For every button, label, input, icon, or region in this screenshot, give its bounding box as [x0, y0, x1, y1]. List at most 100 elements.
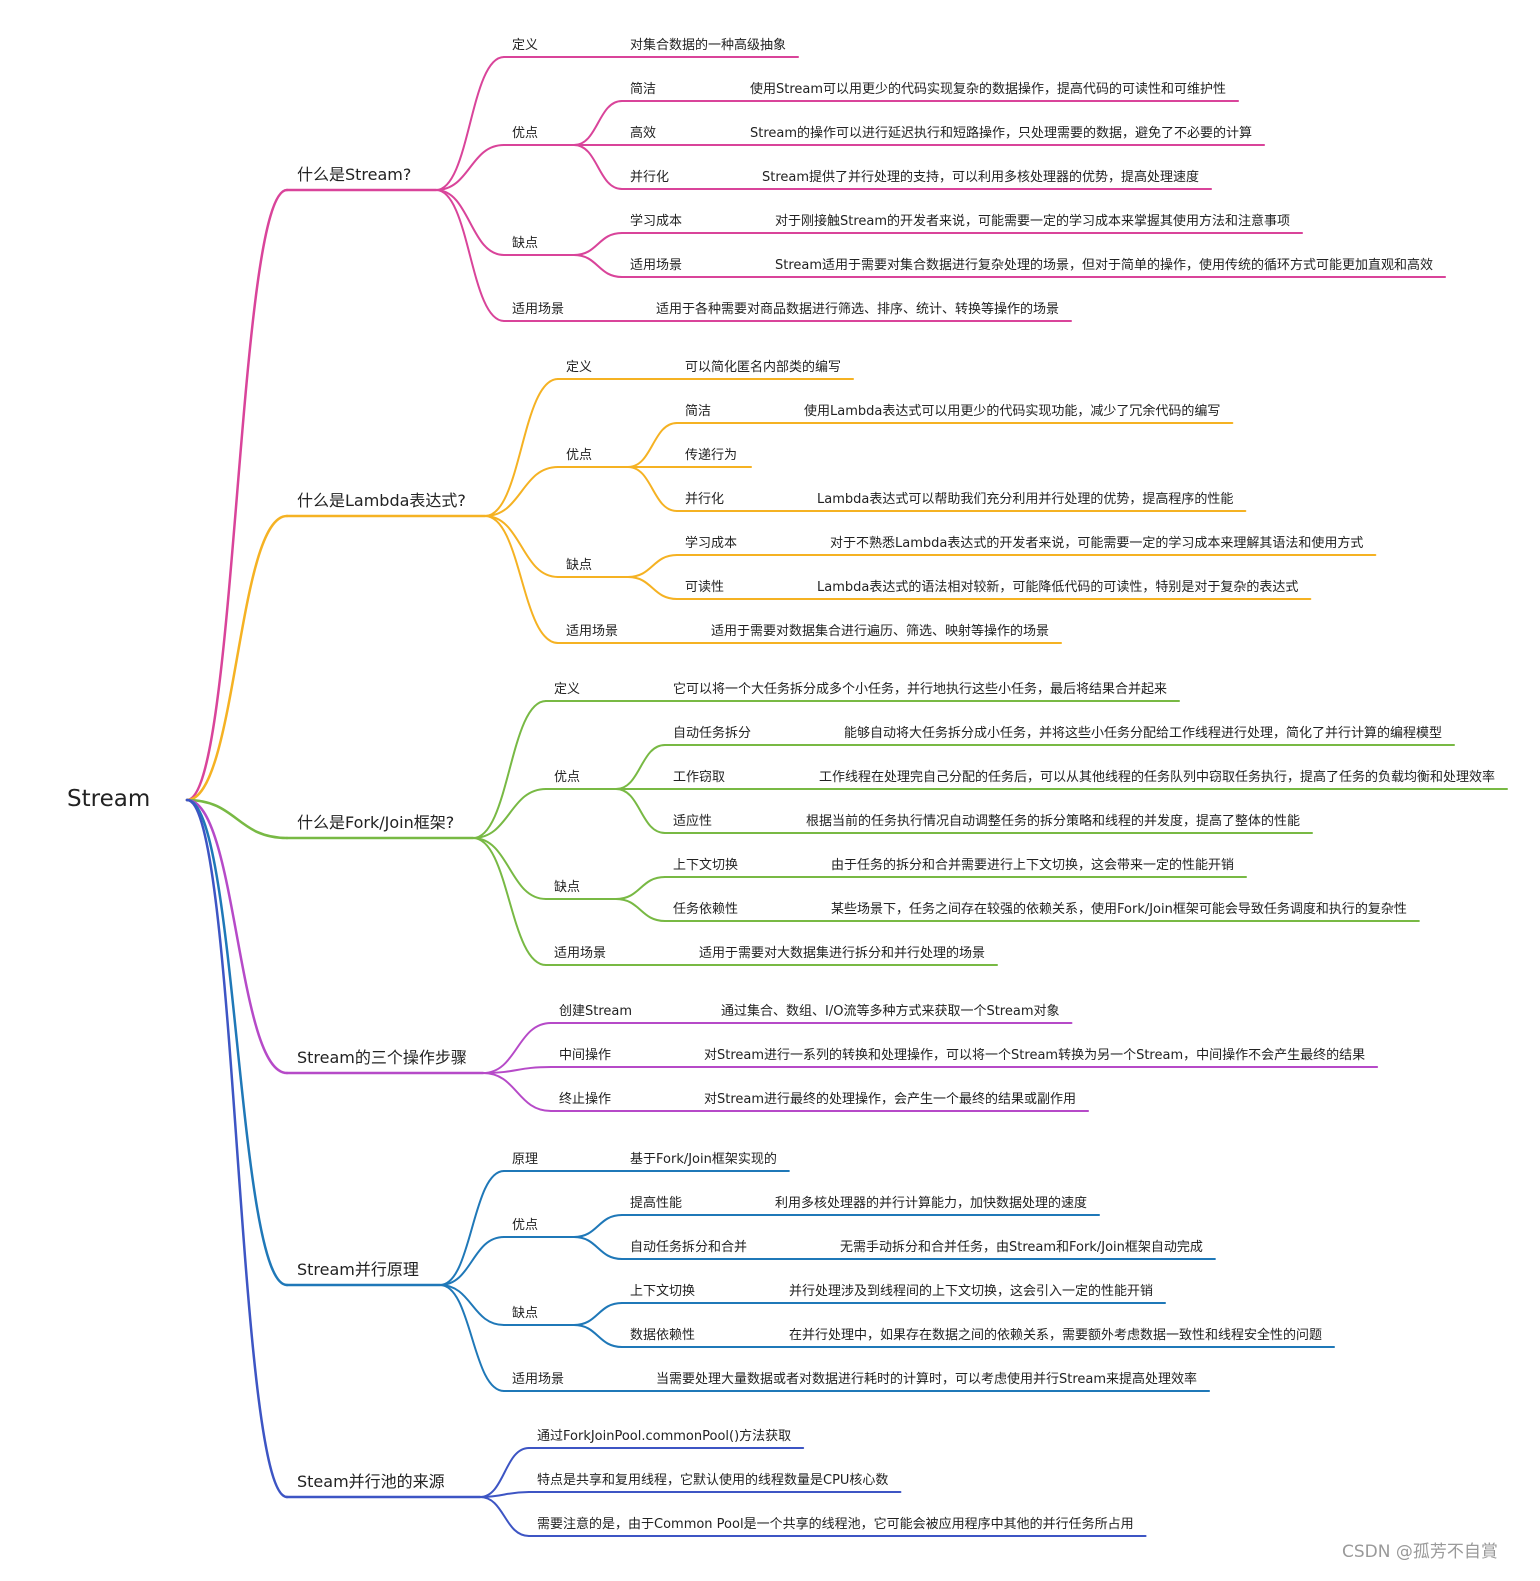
child-connector: [472, 837, 547, 966]
root-branch-connector: [185, 514, 289, 802]
description-text: 使用Lambda表达式可以用更少的代码实现功能，减少了冗余代码的编写: [804, 403, 1220, 419]
child-topic-label: 创建Stream: [559, 1004, 632, 1019]
child-topic-label: 缺点: [512, 236, 538, 251]
description-text: 使用Stream可以用更少的代码实现复杂的数据操作，提高代码的可读性和可维护性: [750, 81, 1226, 97]
child-connector: [439, 1284, 505, 1326]
description-text: 通过集合、数组、I/O流等多种方式来获取一个Stream对象: [721, 1003, 1059, 1019]
child-connector: [482, 1072, 552, 1112]
connector-layer: [185, 56, 678, 1537]
child-connector: [482, 1022, 552, 1074]
description-text: 能够自动将大任务拆分成小任务，并将这些小任务分配给工作线程进行处理，简化了并行计…: [844, 725, 1442, 741]
grandchild-topic-label: 并行化: [685, 492, 724, 507]
grandchild-connector: [573, 1302, 623, 1326]
description-text: 在并行处理中，如果存在数据之间的依赖关系，需要额外考虑数据一致性和线程安全性的问…: [789, 1327, 1322, 1343]
grandchild-topic-label: 数据依赖性: [630, 1328, 695, 1343]
description-text: 适用于各种需要对商品数据进行筛选、排序、统计、转换等操作的场景: [656, 301, 1059, 317]
description-text: 它可以将一个大任务拆分成多个小任务，并行地执行这些小任务，最后将结果合并起来: [673, 681, 1167, 697]
child-connector: [435, 56, 505, 191]
grandchild-topic-label: 上下文切换: [673, 858, 738, 873]
child-connector: [484, 515, 559, 644]
child-topic-label: 通过ForkJoinPool.commonPool()方法获取: [537, 1428, 791, 1444]
description-text: 适用于需要对大数据集进行拆分和并行处理的场景: [699, 945, 985, 961]
child-topic-label: 缺点: [554, 880, 580, 895]
child-topic-label: 定义: [554, 682, 580, 697]
child-topic-label: 优点: [512, 126, 538, 141]
grandchild-topic-label: 学习成本: [685, 535, 737, 551]
description-text: 对集合数据的一种高级抽象: [630, 37, 786, 53]
child-topic-label: 适用场景: [512, 302, 564, 317]
underline-layer: [285, 56, 1508, 1537]
grandchild-topic-label: 简洁: [685, 403, 711, 419]
grandchild-connector: [573, 100, 623, 146]
child-topic-label: 适用场景: [554, 946, 606, 961]
description-text: 对Stream进行最终的处理操作，会产生一个最终的结果或副作用: [704, 1091, 1076, 1107]
description-text: 基于Fork/Join框架实现的: [630, 1151, 777, 1167]
child-topic-label: 缺点: [566, 558, 592, 573]
child-topic-label: 定义: [512, 38, 538, 53]
description-text: Stream适用于需要对集合数据进行复杂处理的场景，但对于简单的操作，使用传统的…: [775, 257, 1433, 273]
child-connector: [439, 1170, 505, 1286]
description-text: 适用于需要对数据集合进行遍历、筛选、映射等操作的场景: [711, 623, 1049, 639]
description-text: 由于任务的拆分和合并需要进行上下文切换，这会带来一定的性能开销: [831, 857, 1234, 873]
child-connector: [484, 466, 559, 517]
grandchild-topic-label: 并行化: [630, 170, 669, 185]
description-text: Stream提供了并行处理的支持，可以利用多核处理器的优势，提高处理速度: [762, 169, 1199, 185]
description-text: 对于刚接触Stream的开发者来说，可能需要一定的学习成本来掌握其使用方法和注意…: [775, 213, 1290, 229]
child-topic-label: 适用场景: [566, 624, 618, 639]
main-topic-label: 什么是Fork/Join框架?: [297, 813, 454, 832]
main-topic-label: Stream并行原理: [297, 1260, 419, 1279]
grandchild-connector: [573, 1214, 623, 1238]
child-topic-label: 优点: [566, 448, 592, 463]
grandchild-topic-label: 自动任务拆分和合并: [630, 1239, 747, 1255]
grandchild-connector: [627, 576, 678, 600]
child-connector: [439, 1284, 505, 1392]
child-topic-label: 定义: [566, 360, 592, 375]
child-connector: [472, 700, 547, 839]
child-connector: [435, 189, 505, 322]
grandchild-connector: [573, 1324, 623, 1348]
child-connector: [439, 1236, 505, 1286]
grandchild-connector: [573, 1236, 623, 1260]
root-branch-connector: [185, 798, 289, 840]
child-topic-label: 缺点: [512, 1306, 538, 1321]
child-connector: [484, 515, 559, 578]
description-text: Lambda表达式可以帮助我们充分利用并行处理的优势，提高程序的性能: [817, 491, 1233, 507]
grandchild-topic-label: 学习成本: [630, 213, 682, 229]
root-branch-connector: [185, 798, 289, 1287]
description-text: 对Stream进行一系列的转换和处理操作，可以将一个Stream转换为另一个St…: [704, 1047, 1365, 1063]
grandchild-connector: [627, 422, 678, 468]
grandchild-connector: [627, 466, 678, 512]
grandchild-topic-label: 提高性能: [630, 1195, 682, 1211]
child-topic-label: 特点是共享和复用线程，它默认使用的线程数量是CPU核心数: [537, 1472, 888, 1488]
root-branch-connector: [185, 798, 289, 1499]
grandchild-topic-label: 任务依赖性: [673, 901, 738, 917]
child-connector: [435, 144, 505, 191]
grandchild-connector: [627, 554, 678, 578]
description-text: 对于不熟悉Lambda表达式的开发者来说，可能需要一定的学习成本来理解其语法和使…: [830, 535, 1363, 551]
grandchild-connector: [615, 876, 666, 900]
child-topic-label: 原理: [512, 1152, 538, 1167]
description-text: 当需要处理大量数据或者对数据进行耗时的计算时，可以考虑使用并行Stream来提高…: [656, 1371, 1197, 1387]
grandchild-topic-label: 适用场景: [630, 258, 682, 273]
grandchild-connector: [615, 744, 666, 790]
description-text: 并行处理涉及到线程间的上下文切换，这会引入一定的性能开销: [789, 1283, 1153, 1299]
child-topic-label: 中间操作: [559, 1047, 611, 1063]
child-topic-label: 适用场景: [512, 1372, 564, 1387]
child-connector: [482, 1066, 552, 1074]
child-connector: [472, 837, 547, 900]
description-text: 无需手动拆分和合并任务，由Stream和Fork/Join框架自动完成: [840, 1239, 1203, 1255]
description-text: 某些场景下，任务之间存在较强的依赖关系，使用Fork/Join框架可能会导致任务…: [831, 901, 1407, 917]
description-text: 工作线程在处理完自己分配的任务后，可以从其他线程的任务队列中窃取任务执行，提高了…: [819, 769, 1495, 785]
child-connector: [479, 1447, 530, 1498]
child-connector: [472, 788, 547, 839]
child-topic-label: 终止操作: [559, 1091, 611, 1107]
main-topic-label: Stream的三个操作步骤: [297, 1048, 467, 1067]
grandchild-topic-label: 传递行为: [685, 448, 737, 463]
grandchild-topic-label: 适应性: [673, 813, 712, 829]
main-topic-label: 什么是Lambda表达式?: [297, 491, 466, 510]
main-topic-label: Steam并行池的来源: [297, 1472, 445, 1491]
child-connector: [435, 189, 505, 256]
